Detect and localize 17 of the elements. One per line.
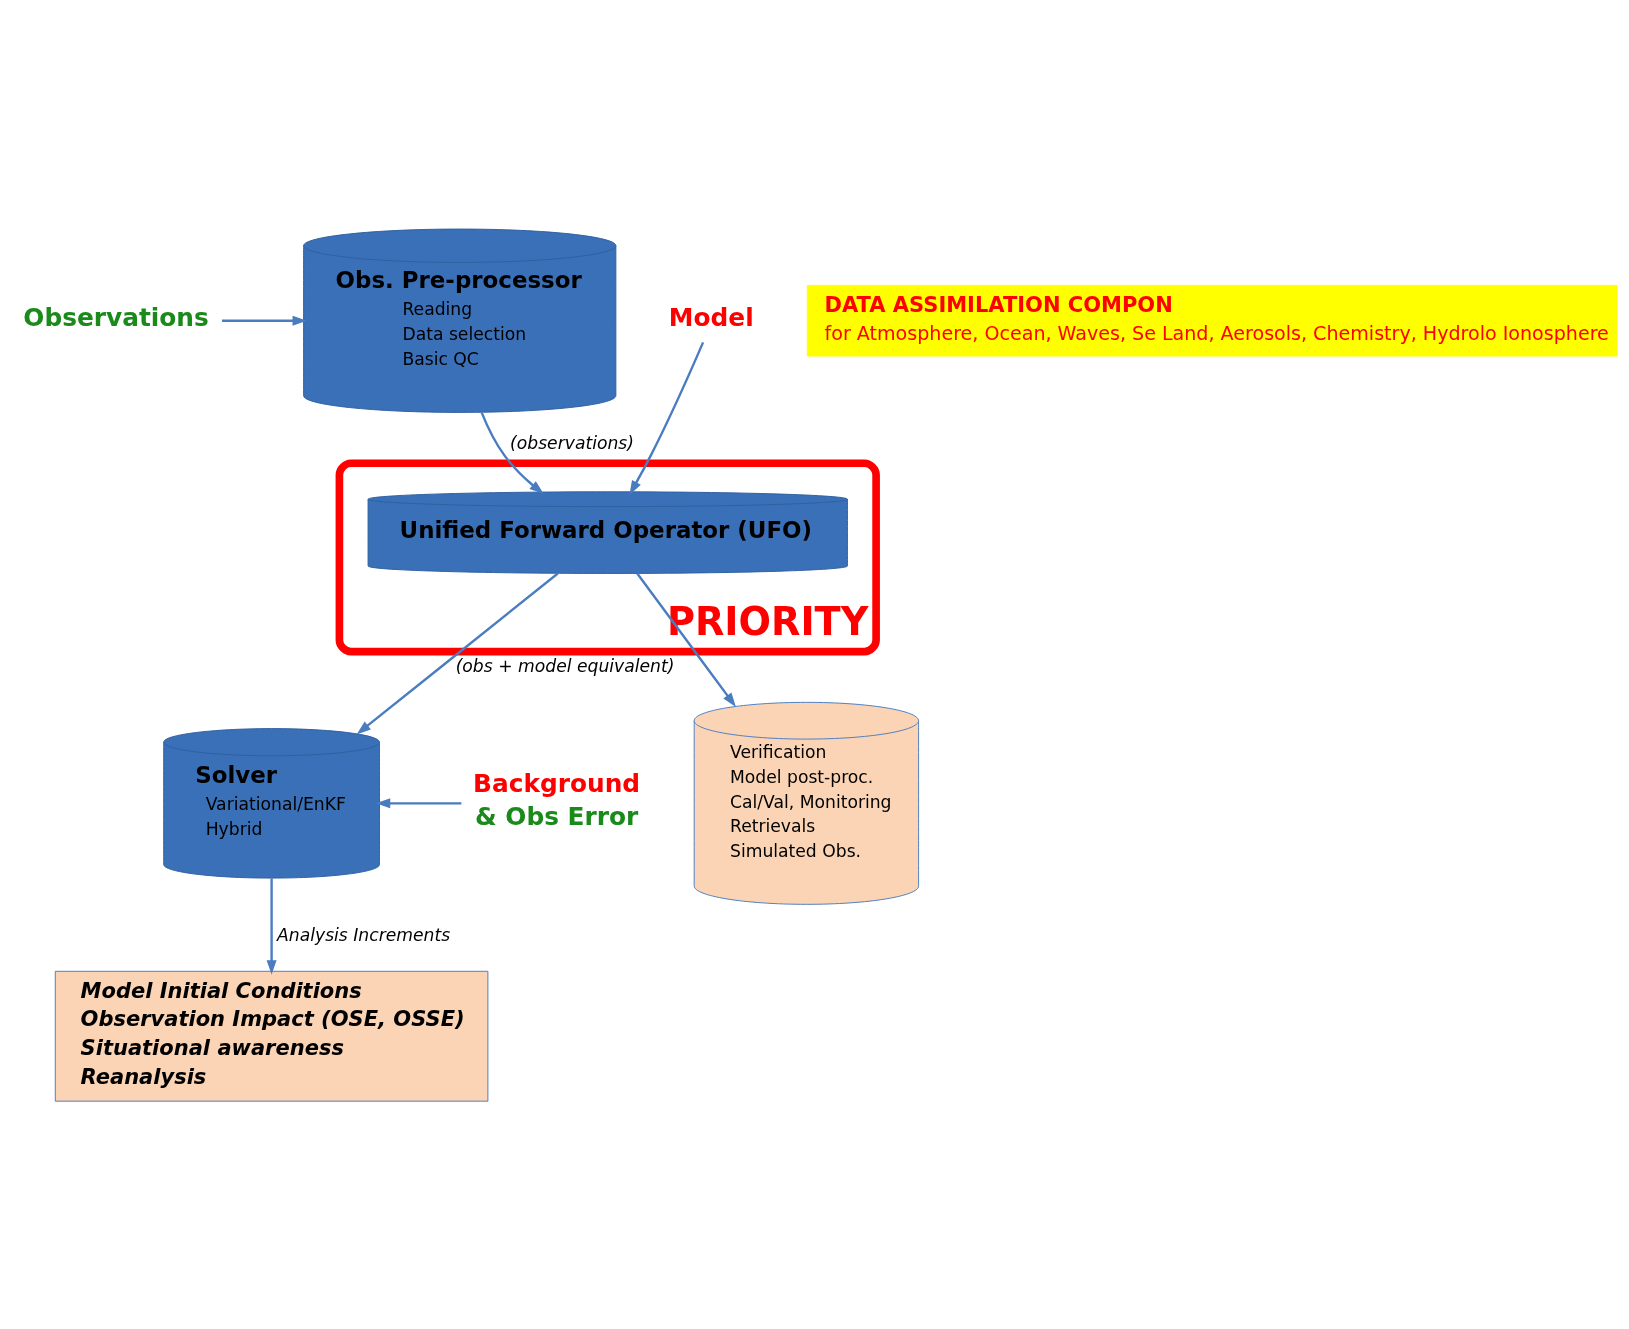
node-text: Observations: [23, 302, 209, 332]
node-label: PRIORITY: [666, 599, 869, 644]
arrow: [222, 315, 307, 326]
node-box: Model Initial Conditions Observation Impact (OSE, OSSE) Situational awareness Reanalysis: [54, 970, 489, 1102]
edge-label: (observations): [510, 432, 634, 453]
arrow: [266, 877, 277, 975]
arrow: [629, 341, 705, 495]
node-text: Model: [668, 302, 754, 332]
arrow: [356, 572, 559, 734]
arrow: [636, 572, 736, 707]
node-box: DATA ASSIMILATION COMPON for Atmosphere, Ocean, Waves, Se Land, Aerosols, Chemistry, Hydrolo Ionosphere: [806, 284, 1618, 357]
node-text: Background & Obs Error: [473, 768, 641, 831]
arrow: [375, 797, 462, 808]
arrow: [480, 411, 544, 494]
edge-label: Analysis Increments: [277, 924, 451, 945]
cluster: [335, 458, 880, 655]
edge-label: (obs + model equivalent): [455, 655, 675, 676]
